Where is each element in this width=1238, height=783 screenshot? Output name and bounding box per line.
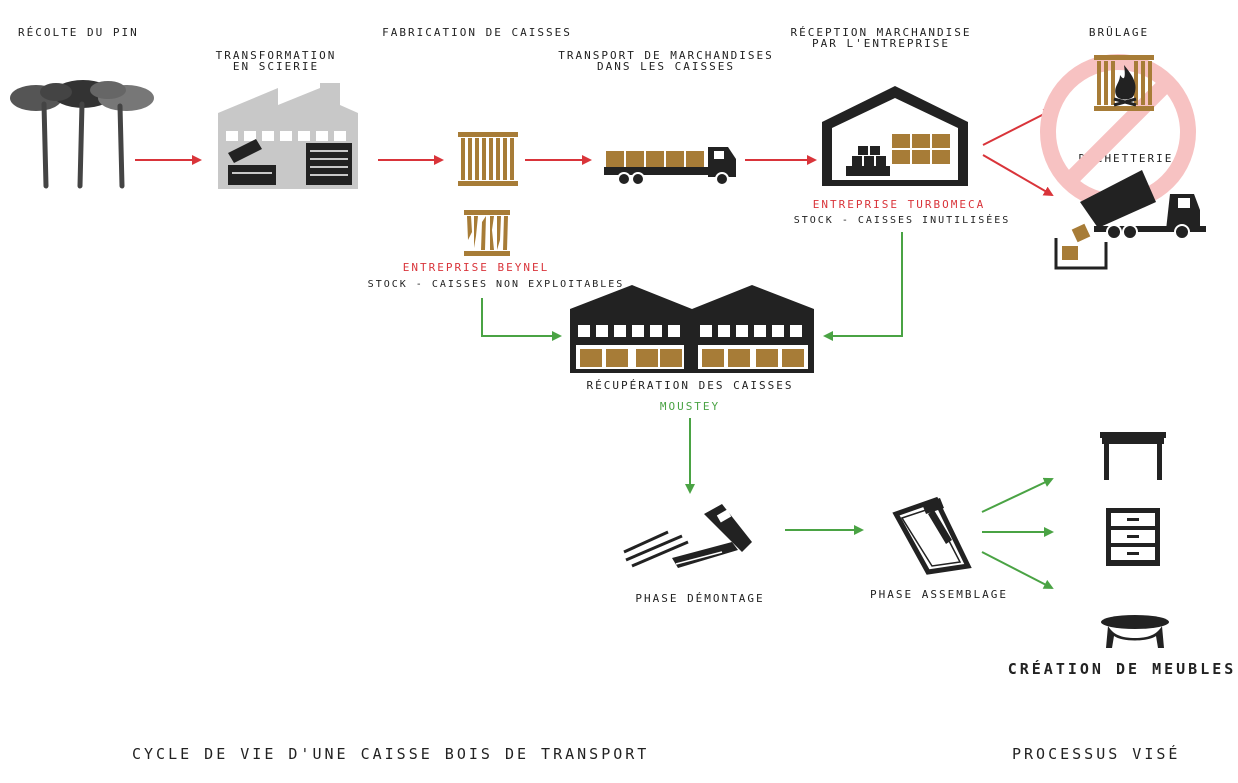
label-dump: DÉCHETTERIE <box>1078 152 1174 165</box>
dump-truck-icon <box>1054 170 1206 270</box>
truck-icon <box>604 147 736 186</box>
label-recovery: RÉCUPÉRATION DES CAISSES <box>586 379 794 392</box>
arrow-assemble-table <box>981 477 1054 513</box>
label-harvest: RÉCOLTE DU PIN <box>18 26 139 39</box>
label-sawmill-2: EN SCIERIE <box>232 60 320 73</box>
round-table-icon <box>1101 615 1169 648</box>
arrow-assemble-roundtable <box>981 551 1054 589</box>
label-furniture: CRÉATION DE MEUBLES <box>1007 660 1237 678</box>
label-turbomeca-stock: STOCK - CAISSES INUTILISÉES <box>793 215 1011 226</box>
saw-boards-icon <box>623 504 752 568</box>
label-reception-1: RÉCEPTION MARCHANDISE <box>790 26 972 39</box>
broken-crate-icon <box>464 210 510 256</box>
label-moustey: MOUSTEY <box>659 400 721 413</box>
pine-trees-icon <box>10 80 154 189</box>
label-beynel-stock: STOCK - CAISSES NON EXPLOITABLES <box>367 279 625 290</box>
label-assemble: PHASE ASSEMBLAGE <box>870 588 1008 601</box>
arrow-turbomeca-recovery <box>823 232 903 341</box>
footer-title: CYCLE DE VIE D'UNE CAISSE BOIS DE TRANSP… <box>132 745 650 763</box>
arrow-reception-burning <box>982 109 1054 146</box>
crate-icon <box>458 132 518 186</box>
label-transport-2: DANS LES CAISSES <box>597 60 735 73</box>
sawmill-icon <box>218 83 358 189</box>
label-dismantle: PHASE DÉMONTAGE <box>635 592 765 605</box>
fire-crate-icon <box>1094 55 1154 111</box>
label-burning: BRÛLAGE <box>1088 26 1150 39</box>
warehouse-icon <box>822 86 968 186</box>
label-transport-1: TRANSPORT DE MARCHANDISES <box>558 49 774 62</box>
arrow-beynel-recovery <box>481 298 562 341</box>
table-icon <box>1100 432 1166 480</box>
footer-process: PROCESSUS VISÉ <box>1012 745 1181 763</box>
dresser-icon <box>1106 508 1160 566</box>
label-crates: FABRICATION DE CAISSES <box>382 26 572 39</box>
hammer-frame-icon <box>892 496 972 575</box>
label-beynel-name: ENTREPRISE BEYNEL <box>402 261 550 274</box>
label-turbomeca-name: ENTREPRISE TURBOMECA <box>812 198 986 211</box>
label-sawmill-1: TRANSFORMATION <box>215 49 337 62</box>
label-reception-2: PAR L'ENTREPRISE <box>812 37 950 50</box>
double-warehouse-icon <box>570 285 814 373</box>
arrow-reception-dump <box>982 154 1054 197</box>
